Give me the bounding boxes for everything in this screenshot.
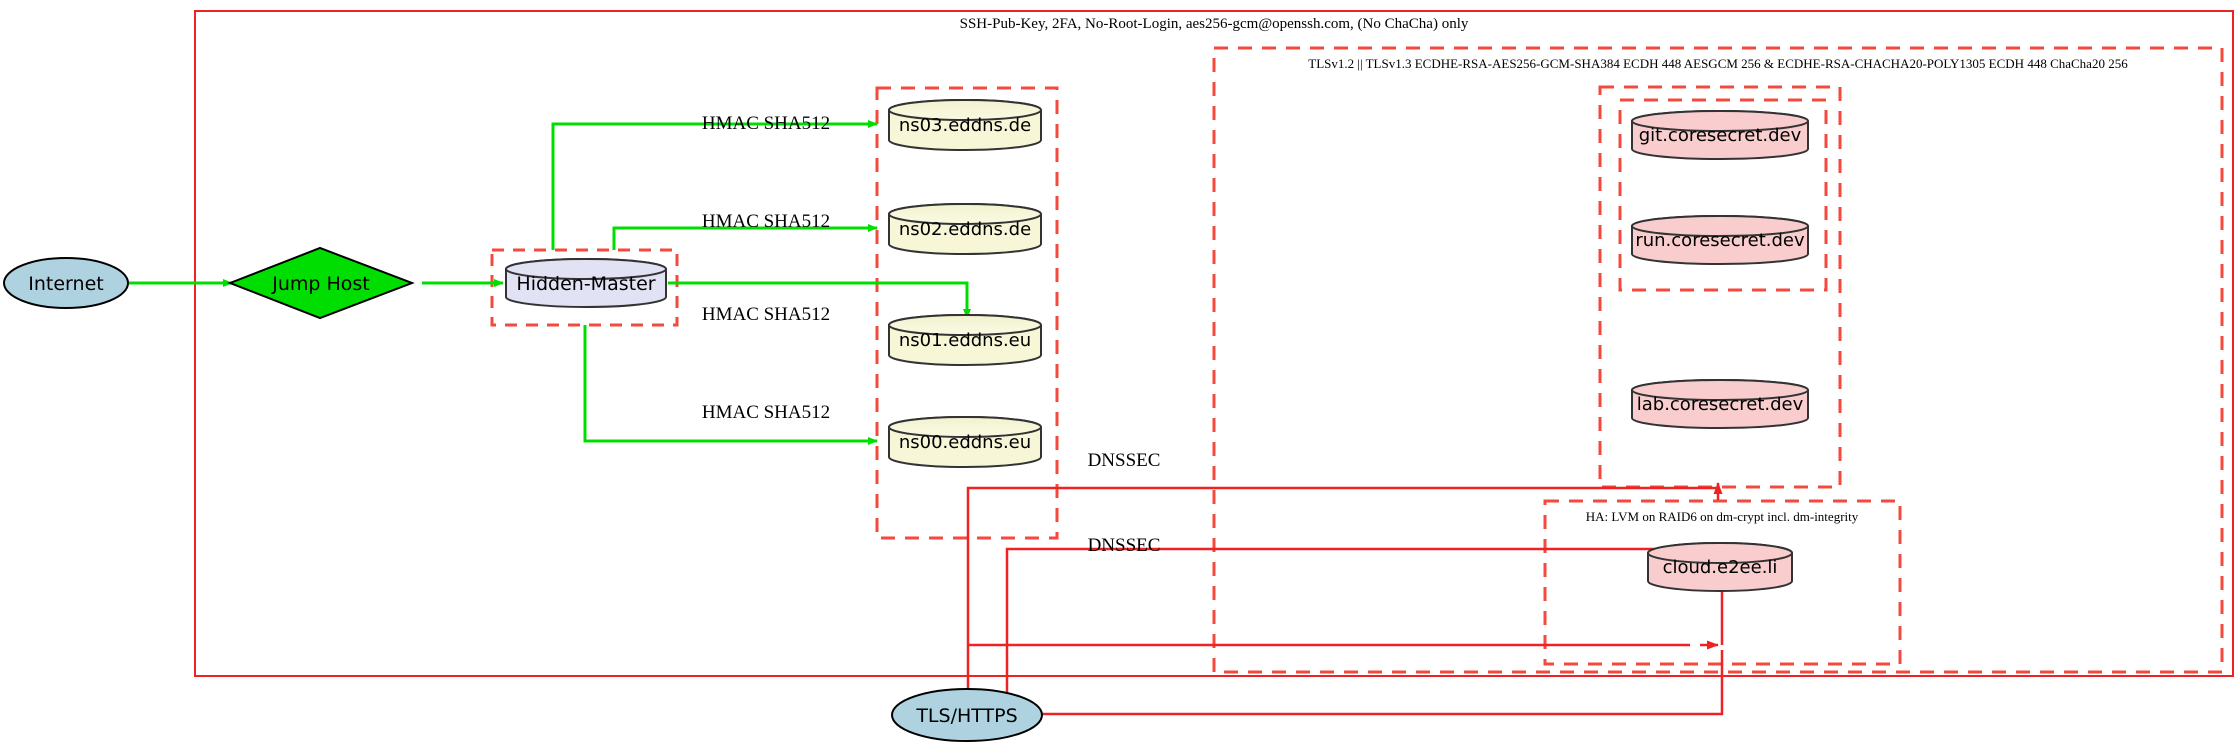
boundary-ssh: SSH-Pub-Key, 2FA, No-Root-Login, aes256-…	[194, 10, 2234, 677]
node-tls-https[interactable]: TLS/HTTPS	[891, 688, 1043, 742]
node-cloud-label: cloud.e2ee.li	[1663, 557, 1778, 578]
boundary-tls: TLSv1.2 || TLSv1.3 ECDHE-RSA-AES256-GCM-…	[1212, 46, 2224, 674]
edge-dnssec-upper: DNSSEC	[966, 450, 1723, 712]
boundary-hidden-master-zone	[490, 248, 679, 327]
edge-master-ns02-label: HMAC SHA512	[702, 211, 830, 232]
node-git-label: git.coresecret.dev	[1639, 125, 1802, 146]
node-run-label: run.coresecret.dev	[1635, 230, 1805, 251]
edge-master-ns01-label: HMAC SHA512	[702, 304, 830, 325]
node-git-coresecret[interactable]: git.coresecret.dev	[1631, 110, 1809, 160]
boundary-ha-label: HA: LVM on RAID6 on dm-crypt incl. dm-in…	[1586, 509, 1859, 524]
node-lab-label: lab.coresecret.dev	[1637, 394, 1804, 415]
boundary-ha: HA: LVM on RAID6 on dm-crypt incl. dm-in…	[1543, 499, 1902, 666]
edge-tls-services	[968, 643, 1724, 716]
edge-dnssec-lower: DNSSEC	[1005, 535, 1724, 712]
node-ns00-label: ns00.eddns.eu	[899, 432, 1031, 453]
node-ns03[interactable]: ns03.eddns.de	[888, 99, 1042, 151]
edge-dnssec-lower-label: DNSSEC	[1088, 535, 1161, 556]
node-jump-host-label: Jump Host	[271, 273, 370, 295]
boundary-coresecret-outer	[1598, 85, 1842, 489]
boundary-coresecret-inner	[1618, 98, 1828, 292]
node-ns02-label: ns02.eddns.de	[899, 219, 1031, 240]
node-hidden-master[interactable]: Hidden-Master	[505, 258, 667, 308]
node-ns03-label: ns03.eddns.de	[899, 115, 1031, 136]
edge-master-ns01: HMAC SHA512	[668, 281, 971, 325]
node-run-coresecret[interactable]: run.coresecret.dev	[1631, 215, 1809, 265]
node-internet-label: Internet	[28, 273, 103, 295]
node-ns01-label: ns01.eddns.eu	[899, 330, 1031, 351]
node-jump-host[interactable]: Jump Host	[227, 246, 415, 320]
node-cloud-e2ee[interactable]: cloud.e2ee.li	[1647, 542, 1793, 592]
edge-master-ns03: HMAC SHA512	[551, 113, 878, 250]
edge-master-ns00-label: HMAC SHA512	[702, 402, 830, 423]
edge-master-ns02: HMAC SHA512	[612, 211, 878, 250]
node-tls-https-label: TLS/HTTPS	[915, 705, 1017, 727]
edge-master-ns03-label: HMAC SHA512	[702, 113, 830, 134]
node-lab-coresecret[interactable]: lab.coresecret.dev	[1631, 379, 1809, 429]
edge-master-ns00: HMAC SHA512	[583, 325, 878, 445]
boundary-tls-label: TLSv1.2 || TLSv1.3 ECDHE-RSA-AES256-GCM-…	[1308, 56, 2128, 71]
node-ns00[interactable]: ns00.eddns.eu	[888, 416, 1042, 468]
node-ns02[interactable]: ns02.eddns.de	[888, 203, 1042, 255]
node-hidden-master-label: Hidden-Master	[516, 273, 655, 295]
edge-dnssec-upper-label: DNSSEC	[1088, 450, 1161, 471]
node-internet[interactable]: Internet	[3, 257, 129, 309]
boundary-ssh-label: SSH-Pub-Key, 2FA, No-Root-Login, aes256-…	[960, 16, 1469, 32]
node-ns01[interactable]: ns01.eddns.eu	[888, 314, 1042, 366]
